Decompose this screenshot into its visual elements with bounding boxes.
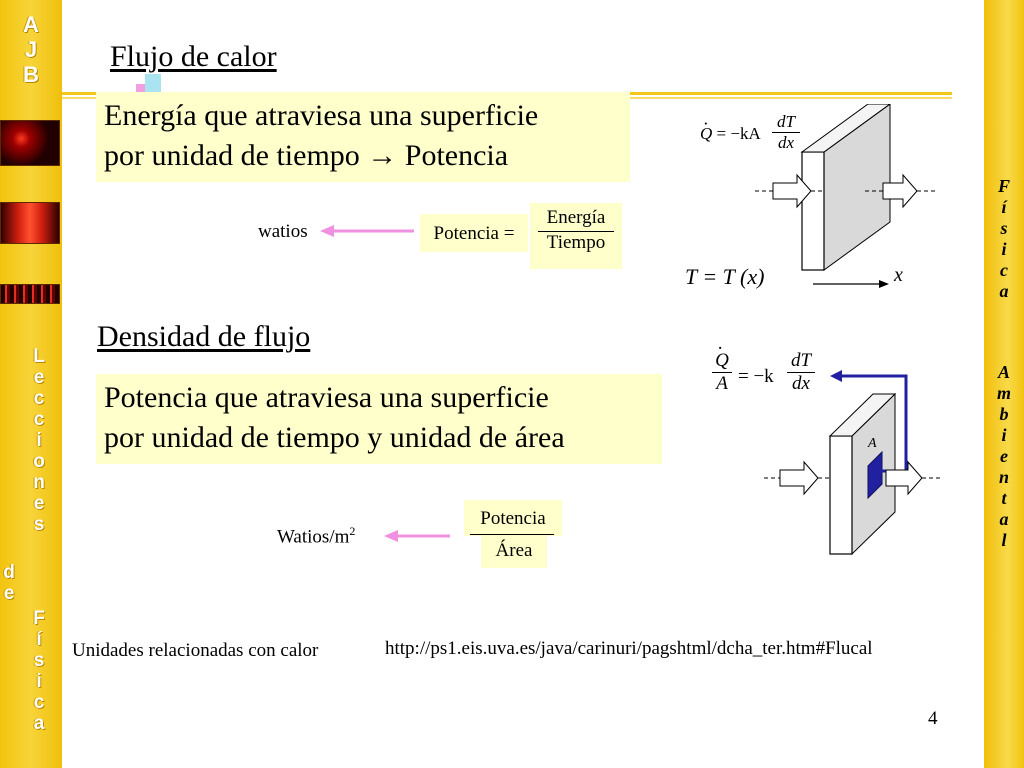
pink-arrow-icon — [384, 530, 450, 542]
formula-fraction-energia-tiempo: Energía Tiempo — [530, 203, 622, 269]
fraction-denominator: Tiempo — [546, 232, 606, 253]
thumbnail-image-2 — [0, 202, 60, 244]
section-title-flujo: Flujo de calor — [110, 40, 277, 73]
formula-lhs-potencia: Potencia = — [420, 214, 528, 252]
definition-line: por unidad de tiempo → Potencia — [104, 139, 509, 172]
arrow-icon: → — [367, 139, 398, 172]
related-units-link[interactable]: Unidades relacionadas con calor — [72, 640, 319, 661]
sidebar-ambiental: A m b i e n t a l — [996, 362, 1011, 550]
fraction-bar — [470, 534, 554, 535]
thumbnail-image-1 — [0, 120, 60, 166]
definition-line: Energía que atraviesa una superficie — [104, 99, 539, 132]
q-dot: ·Q — [715, 338, 729, 371]
sidebar-fisica: F í s i c a — [33, 608, 45, 734]
fraction-numerator: Energía — [546, 207, 606, 228]
q-dot: ·Q — [700, 114, 713, 143]
definition-box-flujo: Energía que atraviesa una superficie por… — [96, 92, 630, 182]
temperature-equation: T = T (x) — [685, 264, 765, 289]
fourier-fraction: dT dx — [772, 112, 800, 153]
definition-box-densidad: Potencia que atraviesa una superficie po… — [96, 374, 662, 464]
flux-rhs-fraction: dT dx — [787, 350, 815, 395]
slab-diagram-2 — [764, 370, 940, 556]
pink-arrow-icon — [320, 225, 414, 237]
sidebar-de: d e — [3, 562, 15, 604]
slab-diagram-1 — [755, 104, 935, 288]
units-watios-m2: Watios/m2 — [277, 524, 356, 548]
axis-label-x: x — [894, 264, 903, 286]
source-url-link[interactable]: http://ps1.eis.uva.es/java/carinuri/pags… — [385, 638, 873, 659]
fourier-equation: ·Q = −kA — [700, 114, 761, 143]
decorative-square — [136, 84, 146, 94]
fraction-numerator-box: Potencia — [464, 500, 562, 536]
sidebar-fisica-right: F í s i c a — [997, 176, 1010, 301]
area-label: A — [868, 436, 877, 451]
page-number: 4 — [928, 708, 938, 729]
definition-line: Potencia que atraviesa una superficie — [104, 381, 549, 414]
units-watios: watios — [258, 221, 308, 242]
thumbnail-image-3 — [0, 284, 60, 304]
sidebar-lecciones: L e c c i o n e s — [33, 346, 45, 535]
fraction-denominator-box: Área — [481, 536, 547, 568]
flux-mid: = −k — [738, 366, 774, 387]
section-title-densidad: Densidad de flujo — [97, 320, 311, 353]
definition-line: por unidad de tiempo y unidad de área — [104, 421, 565, 454]
flux-lhs-fraction: ·Q A — [712, 338, 732, 395]
fraction-bar — [538, 231, 614, 232]
right-sidebar — [984, 0, 1024, 768]
decorative-square — [145, 74, 161, 94]
ajb-logo: A J B — [23, 12, 39, 87]
